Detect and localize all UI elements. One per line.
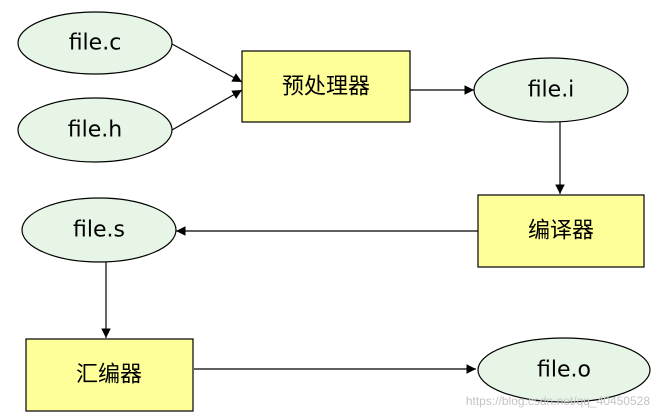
node-file-s: file.s xyxy=(21,197,177,263)
node-file-s-label: file.s xyxy=(73,218,125,243)
node-file-h-label: file.h xyxy=(68,118,122,143)
node-file-i: file.i xyxy=(473,57,629,123)
edge-file-c-to-preprocessor xyxy=(171,43,243,83)
node-compiler-label: 编译器 xyxy=(528,219,594,244)
node-file-o: file.o xyxy=(477,337,651,403)
node-assembler: 汇编器 xyxy=(25,338,194,412)
node-assembler-label: 汇编器 xyxy=(76,363,142,388)
node-file-h: file.h xyxy=(17,97,173,163)
edge-file-h-to-preprocessor xyxy=(171,89,243,131)
node-file-o-label: file.o xyxy=(537,358,591,383)
watermark-text: https://blog.csdn.net/qq_40450528 xyxy=(465,394,650,408)
node-compiler: 编译器 xyxy=(477,194,645,268)
node-file-c: file.c xyxy=(17,11,173,75)
node-preprocessor: 预处理器 xyxy=(241,50,411,123)
node-preprocessor-label: 预处理器 xyxy=(282,75,370,100)
node-file-c-label: file.c xyxy=(69,31,122,56)
node-file-i-label: file.i xyxy=(528,78,575,103)
